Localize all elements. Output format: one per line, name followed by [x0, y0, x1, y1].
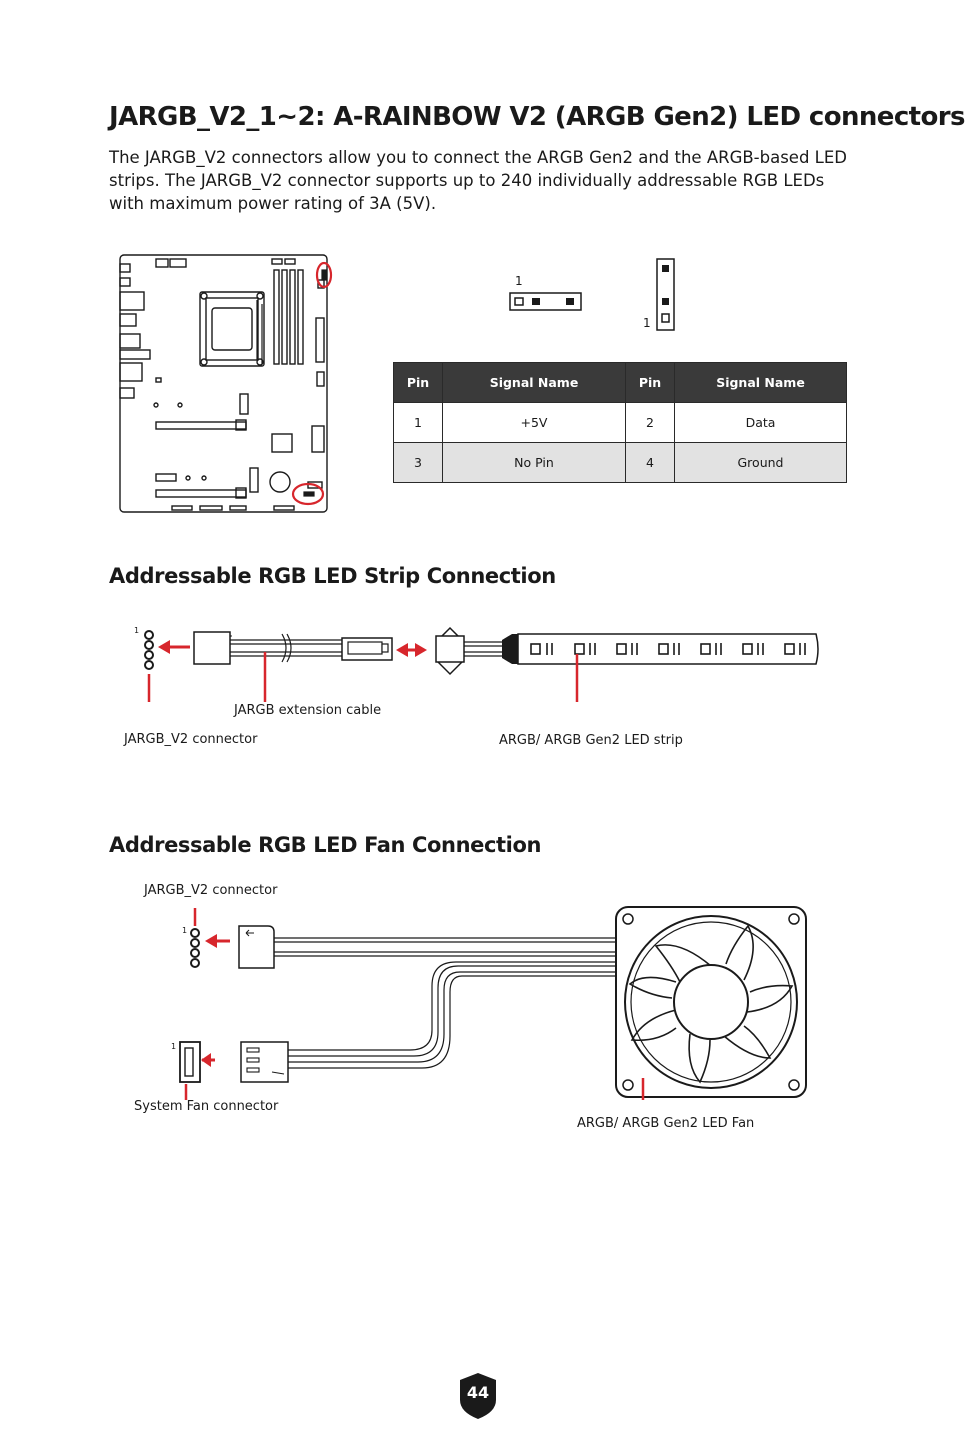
intro-paragraph: The JARGB_V2 connectors allow you to con…	[109, 148, 848, 213]
fan-pin1-argb-label: 1	[182, 926, 188, 935]
strip-section-heading: Addressable RGB LED Strip Connection	[109, 564, 556, 588]
table-cell: 4	[625, 442, 675, 483]
table-cell: 2	[625, 402, 675, 443]
table-header: Signal Name	[442, 362, 626, 403]
table-cell: 1	[393, 402, 443, 443]
led-strip-connection-diagram	[144, 626, 819, 702]
vertical-pin1-label: 1	[643, 316, 651, 330]
vertical-pin-header	[656, 258, 675, 331]
motherboard-diagram	[119, 254, 333, 513]
strip-label-extension-cable: JARGB extension cable	[234, 703, 382, 718]
table-cell: Data	[674, 402, 847, 443]
table-header: Pin	[625, 362, 675, 403]
fan-label-jargb-connector: JARGB_V2 connector	[144, 883, 278, 898]
table-row: 3 No Pin 4 Ground	[393, 442, 847, 483]
table-cell: Ground	[674, 442, 847, 483]
horizontal-pin-header	[509, 292, 582, 311]
table-header: Signal Name	[674, 362, 847, 403]
fan-label-led-fan: ARGB/ ARGB Gen2 LED Fan	[577, 1116, 755, 1131]
strip-label-jargb-connector: JARGB_V2 connector	[124, 732, 258, 747]
led-fan-connection-diagram	[179, 906, 807, 1100]
fan-label-system-fan-connector: System Fan connector	[134, 1099, 279, 1114]
page-number-badge	[460, 1373, 496, 1419]
table-cell: 3	[393, 442, 443, 483]
horizontal-pin1-label: 1	[515, 274, 523, 288]
fan-pin1-sysfan-label: 1	[171, 1042, 177, 1051]
table-cell: No Pin	[442, 442, 626, 483]
pin-definition-table: Pin Signal Name Pin Signal Name 1 +5V 2 …	[393, 362, 847, 483]
fan-section-heading: Addressable RGB LED Fan Connection	[109, 833, 542, 857]
table-cell: +5V	[442, 402, 626, 443]
page-number: 44	[466, 1383, 490, 1402]
strip-label-led-strip: ARGB/ ARGB Gen2 LED strip	[499, 733, 683, 748]
strip-pin1-label: 1	[134, 626, 140, 635]
table-header: Pin	[393, 362, 443, 403]
page-title: JARGB_V2_1~2: A-RAINBOW V2 (ARGB Gen2) L…	[109, 102, 965, 132]
table-row: 1 +5V 2 Data	[393, 402, 847, 443]
